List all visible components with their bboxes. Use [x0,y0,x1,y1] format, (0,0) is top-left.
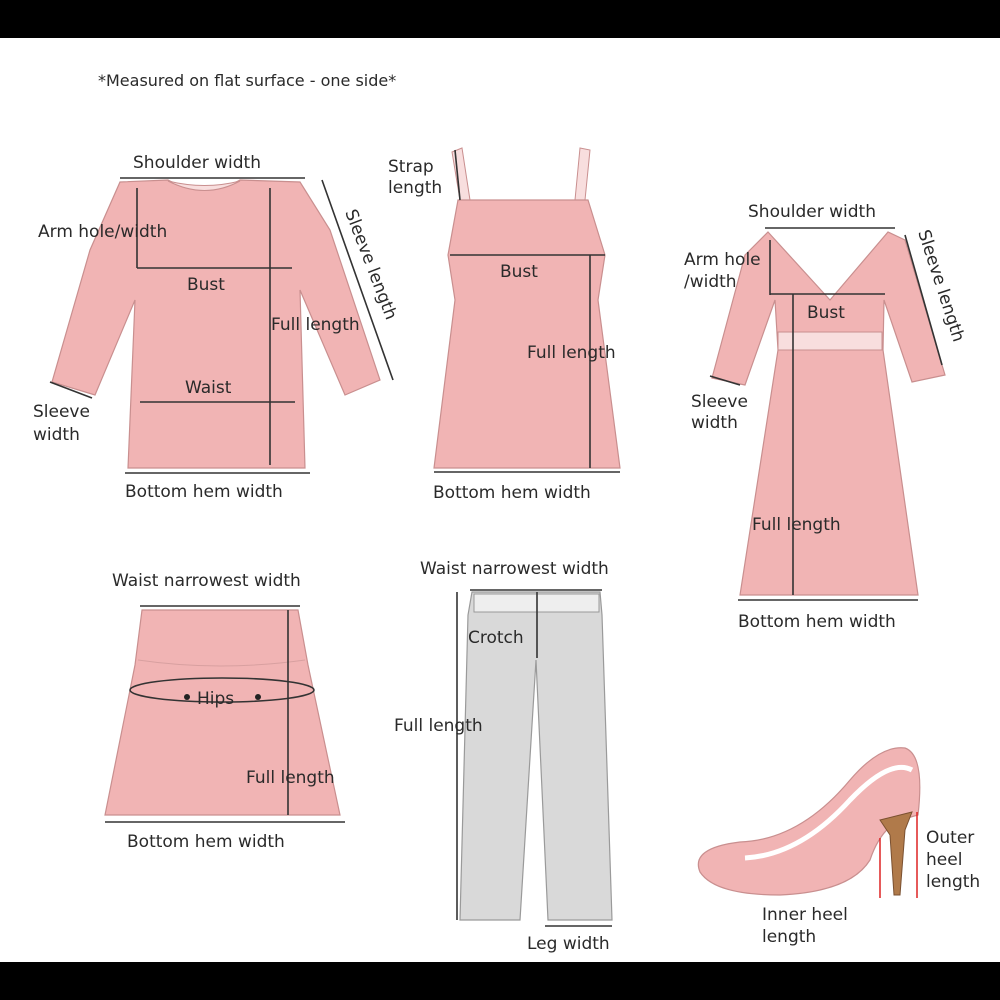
tank-top: Strap length Bust Full length Bottom hem… [388,147,621,503]
waist-label: Waist narrowest width [112,571,301,591]
crotch-label: Crotch [468,628,524,648]
high-heel-shoe: Outer heel length Inner heel length [697,747,980,947]
arm-hole-width-label: Arm hole/width [38,222,167,242]
bust-label: Bust [807,303,845,323]
arm-hole-label-1: Arm hole [684,250,761,270]
bust-label: Bust [500,262,538,282]
pants: Waist narrowest width Crotch Full length… [394,559,613,954]
bottom-hem-width-label: Bottom hem width [738,612,896,632]
full-length-label: Full length [752,515,841,535]
strap-length-label-1: Strap [388,157,434,177]
shoulder-width-label: Shoulder width [133,153,261,173]
bottom-hem-width-label: Bottom hem width [433,483,591,503]
hips-label: Hips [197,689,234,709]
bottom-hem-width-label: Bottom hem width [127,832,285,852]
long-sleeve-top: Shoulder width Arm hole/width Bust Full … [33,153,401,502]
strap-length-label-2: length [388,178,442,198]
shoulder-width-label: Shoulder width [748,202,876,222]
top-frame-bar [0,0,1000,38]
sleeve-width-label-2: width [691,413,738,433]
waist-label: Waist narrowest width [420,559,609,579]
sleeve-width-label-1: Sleeve [691,392,748,412]
waist-label: Waist [185,378,232,398]
outer-heel-length-label-3: length [926,872,980,892]
full-length-label: Full length [394,716,483,736]
skirt: Waist narrowest width Hips Full length B… [104,571,345,852]
sleeve-width-label-2: width [33,425,80,445]
bust-label: Bust [187,275,225,295]
dress: Shoulder width Arm hole /width Bust Slee… [684,202,968,632]
bottom-frame-bar [0,962,1000,1000]
inner-heel-length-label-2: length [762,927,816,947]
leg-width-label: Leg width [527,934,610,954]
inner-heel-length-label-1: Inner heel [762,905,848,925]
full-length-label: Full length [246,768,335,788]
outer-heel-length-label-1: Outer [926,828,974,848]
arm-hole-label-2: /width [684,272,737,292]
full-length-label: Full length [527,343,616,363]
bottom-hem-width-label: Bottom hem width [125,482,283,502]
sleeve-width-label-1: Sleeve [33,402,90,422]
full-length-label: Full length [271,315,360,335]
outer-heel-length-label-2: heel [926,850,962,870]
measure-note: *Measured on flat surface - one side* [98,71,396,90]
